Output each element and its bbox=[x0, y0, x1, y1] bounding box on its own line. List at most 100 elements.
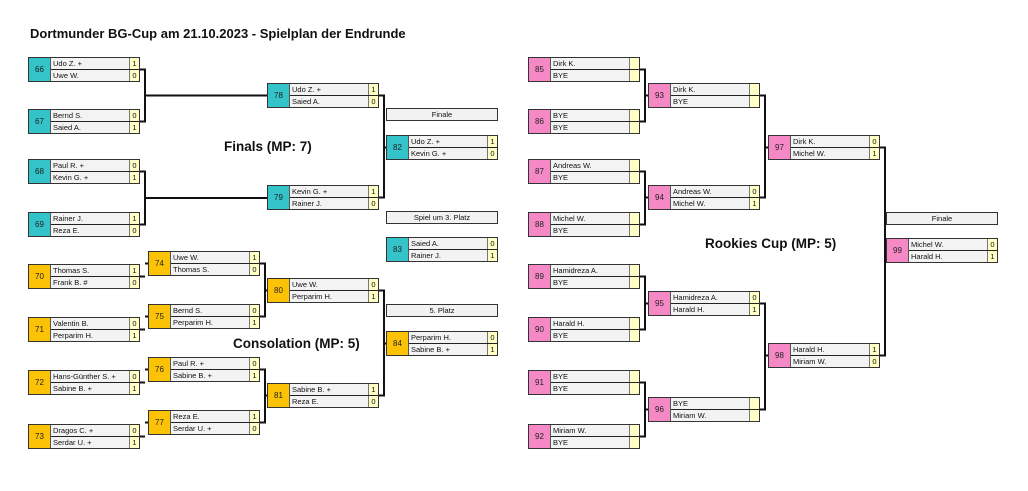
player-score[interactable] bbox=[629, 172, 639, 183]
player-row[interactable]: Harald H. bbox=[551, 318, 639, 329]
player-score[interactable]: 0 bbox=[129, 425, 139, 436]
match-86[interactable]: 86 BYE BYE bbox=[528, 109, 640, 134]
player-row[interactable]: Dirk K. bbox=[551, 58, 639, 69]
match-73[interactable]: 73 Dragos C. + 0 Serdar U. + 1 bbox=[28, 424, 140, 449]
player-row[interactable]: BYE bbox=[551, 121, 639, 133]
match-96[interactable]: 96 BYE Miriam W. bbox=[648, 397, 760, 422]
match-69[interactable]: 69 Rainer J. 1 Reza E. 0 bbox=[28, 212, 140, 237]
match-67[interactable]: 67 Bernd S. 0 Saied A. 1 bbox=[28, 109, 140, 134]
player-row[interactable]: BYE bbox=[551, 436, 639, 448]
player-row[interactable]: Michel W. 1 bbox=[791, 147, 879, 159]
player-score[interactable]: 1 bbox=[249, 370, 259, 381]
player-score[interactable]: 1 bbox=[249, 252, 259, 263]
player-score[interactable] bbox=[749, 84, 759, 95]
player-score[interactable] bbox=[629, 110, 639, 121]
player-score[interactable]: 0 bbox=[129, 110, 139, 121]
player-row[interactable]: Hans-Günther S. + 0 bbox=[51, 371, 139, 382]
player-row[interactable]: BYE bbox=[671, 95, 759, 107]
player-score[interactable]: 1 bbox=[368, 384, 378, 395]
player-row[interactable]: Dirk K. 0 bbox=[791, 136, 879, 147]
player-score[interactable]: 1 bbox=[129, 213, 139, 224]
player-row[interactable]: Saied A. 1 bbox=[51, 121, 139, 133]
player-row[interactable]: Sabine B. + 1 bbox=[171, 369, 259, 381]
player-row[interactable]: Kevin G. + 1 bbox=[290, 186, 378, 197]
player-score[interactable]: 0 bbox=[749, 186, 759, 197]
player-row[interactable]: BYE bbox=[551, 371, 639, 382]
player-score[interactable] bbox=[629, 265, 639, 276]
player-score[interactable]: 1 bbox=[487, 136, 497, 147]
match-91[interactable]: 91 BYE BYE bbox=[528, 370, 640, 395]
player-row[interactable]: Perparim H. 1 bbox=[171, 316, 259, 328]
match-80[interactable]: 80 Uwe W. 0 Perparim H. 1 bbox=[267, 278, 379, 303]
player-row[interactable]: Perparim H. 1 bbox=[51, 329, 139, 341]
player-row[interactable]: Valentin B. 0 bbox=[51, 318, 139, 329]
player-score[interactable]: 1 bbox=[368, 291, 378, 302]
player-row[interactable]: Udo Z. + 1 bbox=[409, 136, 497, 147]
player-score[interactable]: 0 bbox=[129, 70, 139, 81]
match-95[interactable]: 95 Hamidreza A. 0 Harald H. 1 bbox=[648, 291, 760, 316]
match-90[interactable]: 90 Harald H. BYE bbox=[528, 317, 640, 342]
match-98[interactable]: 98 Harald H. 1 Miriam W. 0 bbox=[768, 343, 880, 368]
player-row[interactable]: Uwe W. 1 bbox=[171, 252, 259, 263]
player-row[interactable]: Rainer J. 0 bbox=[290, 197, 378, 209]
player-row[interactable]: BYE bbox=[551, 224, 639, 236]
player-score[interactable]: 1 bbox=[487, 344, 497, 355]
player-row[interactable]: Perparim H. 0 bbox=[409, 332, 497, 343]
player-score[interactable] bbox=[629, 70, 639, 81]
player-score[interactable] bbox=[629, 371, 639, 382]
player-row[interactable]: Bernd S. 0 bbox=[171, 305, 259, 316]
player-score[interactable] bbox=[749, 398, 759, 409]
player-score[interactable]: 0 bbox=[129, 318, 139, 329]
player-score[interactable] bbox=[629, 330, 639, 341]
player-score[interactable] bbox=[629, 318, 639, 329]
player-score[interactable] bbox=[749, 410, 759, 421]
player-score[interactable]: 1 bbox=[749, 304, 759, 315]
player-score[interactable]: 1 bbox=[249, 317, 259, 328]
player-row[interactable]: Harald H. 1 bbox=[791, 344, 879, 355]
player-score[interactable]: 0 bbox=[869, 356, 879, 367]
player-score[interactable]: 1 bbox=[129, 437, 139, 448]
player-score[interactable]: 0 bbox=[368, 96, 378, 107]
player-row[interactable]: Andreas W. 0 bbox=[671, 186, 759, 197]
player-row[interactable]: Paul R. + 0 bbox=[51, 160, 139, 171]
match-88[interactable]: 88 Michel W. BYE bbox=[528, 212, 640, 237]
player-row[interactable]: Serdar U. + 1 bbox=[51, 436, 139, 448]
player-row[interactable]: Michel W. bbox=[551, 213, 639, 224]
player-row[interactable]: Hamidreza A. bbox=[551, 265, 639, 276]
player-row[interactable]: Thomas S. 0 bbox=[171, 263, 259, 275]
player-score[interactable]: 1 bbox=[749, 198, 759, 209]
player-row[interactable]: Reza E. 0 bbox=[290, 395, 378, 407]
player-row[interactable]: Serdar U. + 0 bbox=[171, 422, 259, 434]
player-row[interactable]: Harald H. 1 bbox=[671, 303, 759, 315]
player-score[interactable]: 0 bbox=[487, 148, 497, 159]
player-row[interactable]: Uwe W. 0 bbox=[51, 69, 139, 81]
player-score[interactable] bbox=[629, 225, 639, 236]
player-score[interactable]: 1 bbox=[129, 172, 139, 183]
player-row[interactable]: Miriam W. bbox=[671, 409, 759, 421]
player-score[interactable]: 0 bbox=[869, 136, 879, 147]
match-85[interactable]: 85 Dirk K. BYE bbox=[528, 57, 640, 82]
match-68[interactable]: 68 Paul R. + 0 Kevin G. + 1 bbox=[28, 159, 140, 184]
player-score[interactable]: 1 bbox=[249, 411, 259, 422]
player-score[interactable]: 1 bbox=[487, 250, 497, 261]
match-77[interactable]: 77 Reza E. 1 Serdar U. + 0 bbox=[148, 410, 260, 435]
player-row[interactable]: Sabine B. + 1 bbox=[409, 343, 497, 355]
match-75[interactable]: 75 Bernd S. 0 Perparim H. 1 bbox=[148, 304, 260, 329]
player-row[interactable]: Andreas W. bbox=[551, 160, 639, 171]
player-score[interactable]: 0 bbox=[249, 305, 259, 316]
player-row[interactable]: Hamidreza A. 0 bbox=[671, 292, 759, 303]
match-79[interactable]: 79 Kevin G. + 1 Rainer J. 0 bbox=[267, 185, 379, 210]
player-score[interactable]: 1 bbox=[129, 265, 139, 276]
match-84[interactable]: 84 Perparim H. 0 Sabine B. + 1 bbox=[386, 331, 498, 356]
match-83[interactable]: 83 Saied A. 0 Rainer J. 1 bbox=[386, 237, 498, 262]
player-score[interactable] bbox=[629, 277, 639, 288]
player-row[interactable]: Udo Z. + 1 bbox=[290, 84, 378, 95]
match-66[interactable]: 66 Udo Z. + 1 Uwe W. 0 bbox=[28, 57, 140, 82]
player-score[interactable]: 0 bbox=[368, 279, 378, 290]
player-row[interactable]: Michel W. 0 bbox=[909, 239, 997, 250]
player-score[interactable]: 1 bbox=[869, 344, 879, 355]
player-score[interactable] bbox=[629, 58, 639, 69]
player-score[interactable]: 0 bbox=[249, 358, 259, 369]
player-score[interactable]: 1 bbox=[368, 84, 378, 95]
match-97[interactable]: 97 Dirk K. 0 Michel W. 1 bbox=[768, 135, 880, 160]
